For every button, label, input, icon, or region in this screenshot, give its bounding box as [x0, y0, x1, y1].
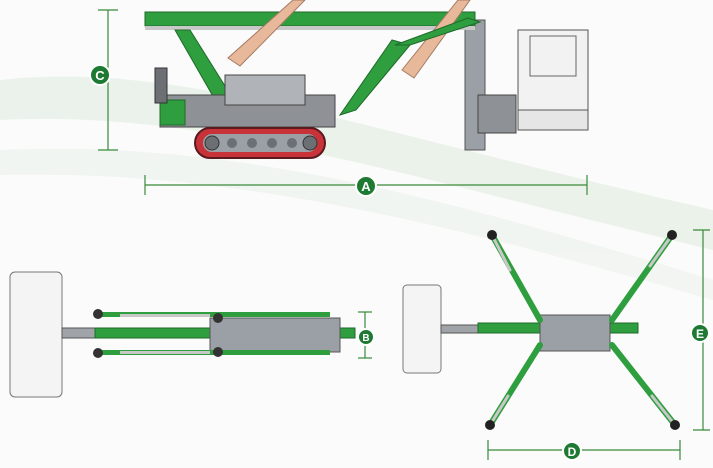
- basket-top-right: [402, 284, 442, 374]
- dimension-c: C: [89, 9, 118, 151]
- dimension-d-badge: [562, 441, 582, 461]
- dimension-e: E: [690, 229, 710, 431]
- crawler-track: [194, 127, 326, 159]
- dimension-b-label: B: [362, 333, 369, 344]
- dimension-b: B: [357, 311, 375, 359]
- dimension-a: A: [144, 175, 588, 197]
- boom-cylinder-left: [227, 0, 306, 67]
- dimension-a-badge: [355, 175, 377, 197]
- basket-top-left: [9, 271, 63, 398]
- dimension-c-badge: [89, 64, 111, 86]
- top-view-stowed: [9, 271, 356, 398]
- lift-arm-link: [394, 17, 482, 46]
- boom-cylinder-right: [401, 0, 471, 79]
- deployed-outriggers: [485, 230, 680, 430]
- engine-block: [224, 74, 306, 106]
- dimension-a-label: A: [361, 179, 371, 194]
- dimension-e-badge: [690, 323, 710, 343]
- stowed-outriggers: [93, 309, 330, 358]
- basket-side: [517, 29, 589, 131]
- lift-arm-right: [338, 39, 411, 116]
- dimension-d: D: [487, 440, 681, 461]
- rotator-unit: [477, 94, 517, 134]
- dimension-d-label: D: [568, 445, 577, 459]
- side-view: [144, 0, 589, 159]
- dimension-e-label: E: [696, 327, 704, 341]
- dimension-c-label: C: [95, 68, 105, 83]
- top-boom: [144, 11, 476, 27]
- dimension-b-badge: [357, 328, 375, 346]
- top-view-deployed: [402, 230, 680, 430]
